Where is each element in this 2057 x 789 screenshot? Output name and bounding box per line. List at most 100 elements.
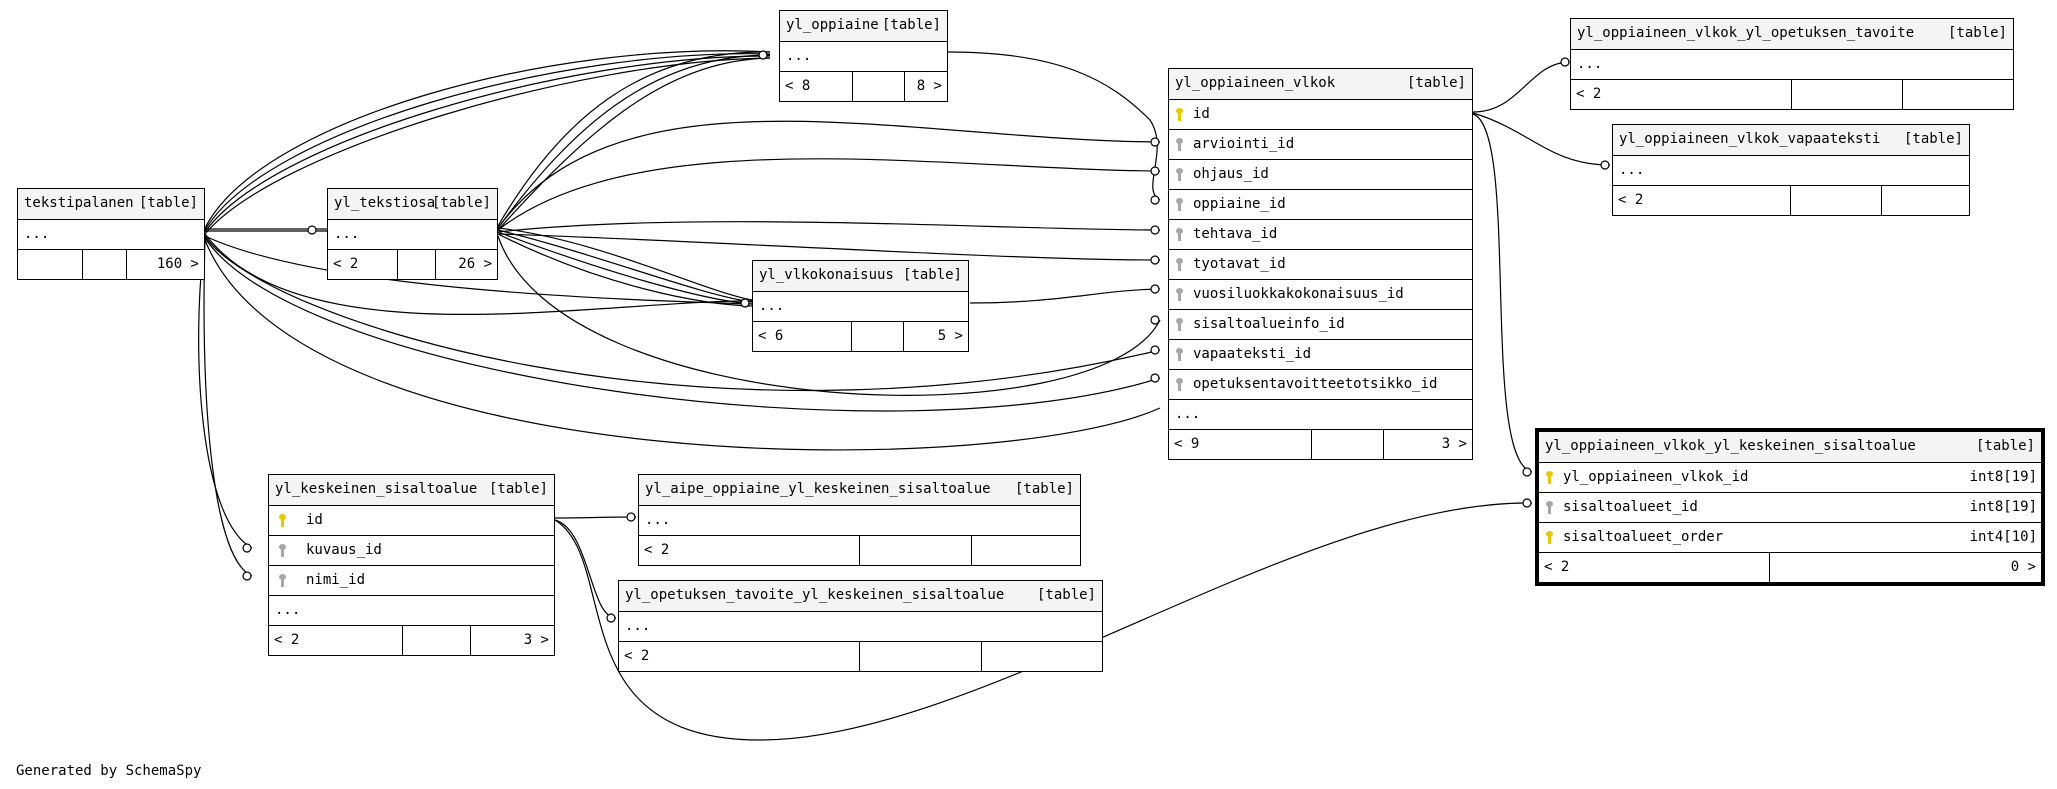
column-row[interactable]: opetuksentavoitteetotsikko_id bbox=[1169, 369, 1472, 399]
foreign-key-icon bbox=[1176, 258, 1183, 271]
table-name: yl_oppiaineen_vlkok_yl_keskeinen_sisalto… bbox=[1545, 438, 1916, 454]
footer-mid bbox=[402, 626, 470, 655]
table-header[interactable]: yl_oppiaineen_vlkok_vapaateksti [table] bbox=[1613, 125, 1969, 155]
edge-tekstiosa-vlkokonaisuus bbox=[497, 233, 753, 307]
table-yl-oppiaineen-vlkok-vapaateksti[interactable]: yl_oppiaineen_vlkok_vapaateksti [table] … bbox=[1612, 124, 1970, 216]
table-name: yl_opetuksen_tavoite_yl_keskeinen_sisalt… bbox=[625, 587, 1005, 603]
foreign-key-icon bbox=[1176, 168, 1183, 181]
edge-tekstipalanen-vlkok bbox=[204, 237, 1161, 412]
edge-vlkokonaisuus-vlkok bbox=[969, 288, 1161, 304]
edge-tekstipalanen-oppiaine bbox=[204, 53, 771, 231]
column-name: oppiaine_id bbox=[1193, 196, 1286, 212]
column-row[interactable]: tehtava_id bbox=[1169, 219, 1472, 249]
column-row[interactable]: id bbox=[1169, 99, 1472, 129]
footer-parents: < 2 bbox=[1618, 192, 1644, 208]
column-row[interactable]: id bbox=[269, 505, 554, 535]
table-yl-oppiaineen-vlkok-yl-keskeinen-sisaltoalue[interactable]: yl_oppiaineen_vlkok_yl_keskeinen_sisalto… bbox=[1535, 428, 2045, 586]
column-row[interactable]: oppiaine_id bbox=[1169, 189, 1472, 219]
footer-mid bbox=[859, 642, 981, 671]
table-name: tekstipalanen bbox=[24, 195, 134, 211]
column-row[interactable]: tyotavat_id bbox=[1169, 249, 1472, 279]
edge-tekstiosa-vlkokonaisuus bbox=[497, 227, 753, 301]
foreign-key-icon bbox=[1176, 378, 1183, 391]
table-header[interactable]: yl_oppiaineen_vlkok_yl_opetuksen_tavoite… bbox=[1571, 19, 2013, 49]
column-row[interactable]: nimi_id bbox=[269, 565, 554, 595]
table-name: yl_keskeinen_sisaltoalue bbox=[275, 481, 478, 497]
edge-tekstiosa-oppiaine bbox=[497, 51, 771, 227]
edge-tekstiosa-vlkok bbox=[497, 158, 1161, 231]
foreign-key-icon bbox=[1176, 228, 1183, 241]
column-row: ... bbox=[753, 291, 968, 321]
column-row: ... bbox=[639, 505, 1080, 535]
column-row: ... bbox=[269, 595, 554, 625]
column-name: sisaltoalueet_order bbox=[1563, 529, 1724, 545]
column-name: vapaateksti_id bbox=[1193, 346, 1312, 362]
table-yl-oppiaine[interactable]: yl_oppiaine [table] ... < 8 8 > bbox=[779, 10, 948, 102]
column-row[interactable]: kuvaus_id bbox=[269, 535, 554, 565]
table-yl-oppiaineen-vlkok[interactable]: yl_oppiaineen_vlkok [table] id arviointi… bbox=[1168, 68, 1473, 460]
table-header[interactable]: yl_vlkokonaisuus [table] bbox=[753, 261, 968, 291]
table-header[interactable]: yl_keskeinen_sisaltoalue [table] bbox=[269, 475, 554, 505]
edge-tekstiosa-vlkokonaisuus bbox=[497, 231, 753, 305]
table-name: yl_oppiaine bbox=[786, 17, 879, 33]
table-yl-keskeinen-sisaltoalue[interactable]: yl_keskeinen_sisaltoalue [table] id kuva… bbox=[268, 474, 555, 656]
table-tag: [table] bbox=[881, 17, 941, 33]
edge-keskeinen-vlkok-sisaltoalue bbox=[554, 502, 1533, 741]
table-header[interactable]: yl_oppiaineen_vlkok [table] bbox=[1169, 69, 1472, 99]
column-name: vuosiluokkakokonaisuus_id bbox=[1193, 286, 1404, 302]
table-header[interactable]: yl_opetuksen_tavoite_yl_keskeinen_sisalt… bbox=[619, 581, 1102, 611]
table-footer: 160 > bbox=[18, 249, 204, 279]
table-yl-tekstiosa[interactable]: yl_tekstiosa [table] ... < 2 26 > bbox=[327, 188, 498, 280]
table-footer: < 2 bbox=[619, 641, 1102, 671]
table-yl-opetuksen-tavoite-yl-keskeinen-sisaltoalue[interactable]: yl_opetuksen_tavoite_yl_keskeinen_sisalt… bbox=[618, 580, 1103, 672]
table-yl-aipe-oppiaine-yl-keskeinen-sisaltoalue[interactable]: yl_aipe_oppiaine_yl_keskeinen_sisaltoalu… bbox=[638, 474, 1081, 566]
table-footer: < 2 3 > bbox=[269, 625, 554, 655]
table-header[interactable]: yl_tekstiosa [table] bbox=[328, 189, 497, 219]
column-row[interactable]: ohjaus_id bbox=[1169, 159, 1472, 189]
table-header[interactable]: yl_oppiaineen_vlkok_yl_keskeinen_sisalto… bbox=[1539, 432, 2041, 462]
footer-children: 26 > bbox=[435, 250, 497, 279]
edge-tekstiosa-vlkok bbox=[497, 221, 1161, 233]
table-yl-vlkokonaisuus[interactable]: yl_vlkokonaisuus [table] ... < 6 5 > bbox=[752, 260, 969, 352]
table-tag: [table] bbox=[138, 195, 198, 211]
column-row[interactable]: vapaateksti_id bbox=[1169, 339, 1472, 369]
table-footer: < 9 3 > bbox=[1169, 429, 1472, 459]
table-header[interactable]: yl_oppiaine [table] bbox=[780, 11, 947, 41]
edge-tekstipalanen-keskeinen bbox=[203, 237, 253, 577]
footer-mid bbox=[1790, 186, 1881, 215]
column-row[interactable]: arviointi_id bbox=[1169, 129, 1472, 159]
primary-key-icon bbox=[1176, 108, 1183, 121]
generated-by-credit: Generated by SchemaSpy bbox=[16, 763, 202, 779]
table-header[interactable]: yl_aipe_oppiaine_yl_keskeinen_sisaltoalu… bbox=[639, 475, 1080, 505]
table-header[interactable]: tekstipalanen [table] bbox=[18, 189, 204, 219]
footer-children bbox=[1902, 80, 2013, 109]
footer-mid bbox=[1791, 80, 1902, 109]
table-yl-oppiaineen-vlkok-yl-opetuksen-tavoite[interactable]: yl_oppiaineen_vlkok_yl_opetuksen_tavoite… bbox=[1570, 18, 2014, 110]
column-name: tehtava_id bbox=[1193, 226, 1278, 242]
edge-tekstipalanen-oppiaine bbox=[204, 57, 771, 235]
column-name: id bbox=[306, 512, 323, 528]
table-tekstipalanen[interactable]: tekstipalanen [table] ... 160 > bbox=[17, 188, 205, 280]
edge-vlkok-vapaateksti bbox=[1472, 112, 1611, 166]
footer-children bbox=[981, 642, 1102, 671]
column-row[interactable]: vuosiluokkakokonaisuus_id bbox=[1169, 279, 1472, 309]
footer-mid bbox=[397, 250, 435, 279]
table-tag: [table] bbox=[431, 195, 491, 211]
column-row[interactable]: sisaltoalueinfo_id bbox=[1169, 309, 1472, 339]
column-row: ... bbox=[328, 219, 497, 249]
column-row: ... bbox=[1571, 49, 2013, 79]
column-row: ... bbox=[18, 219, 204, 249]
footer-children: 3 > bbox=[1383, 430, 1472, 459]
footer-mid bbox=[851, 322, 903, 351]
table-tag: [table] bbox=[1947, 25, 2007, 41]
foreign-key-icon bbox=[1176, 198, 1183, 211]
column-name: tyotavat_id bbox=[1193, 256, 1286, 272]
table-footer: < 2 bbox=[1613, 185, 1969, 215]
table-name: yl_vlkokonaisuus bbox=[759, 267, 894, 283]
edge-vlkok-keskeinen-sisaltoalue bbox=[1472, 113, 1533, 473]
foreign-key-icon bbox=[1176, 138, 1183, 151]
